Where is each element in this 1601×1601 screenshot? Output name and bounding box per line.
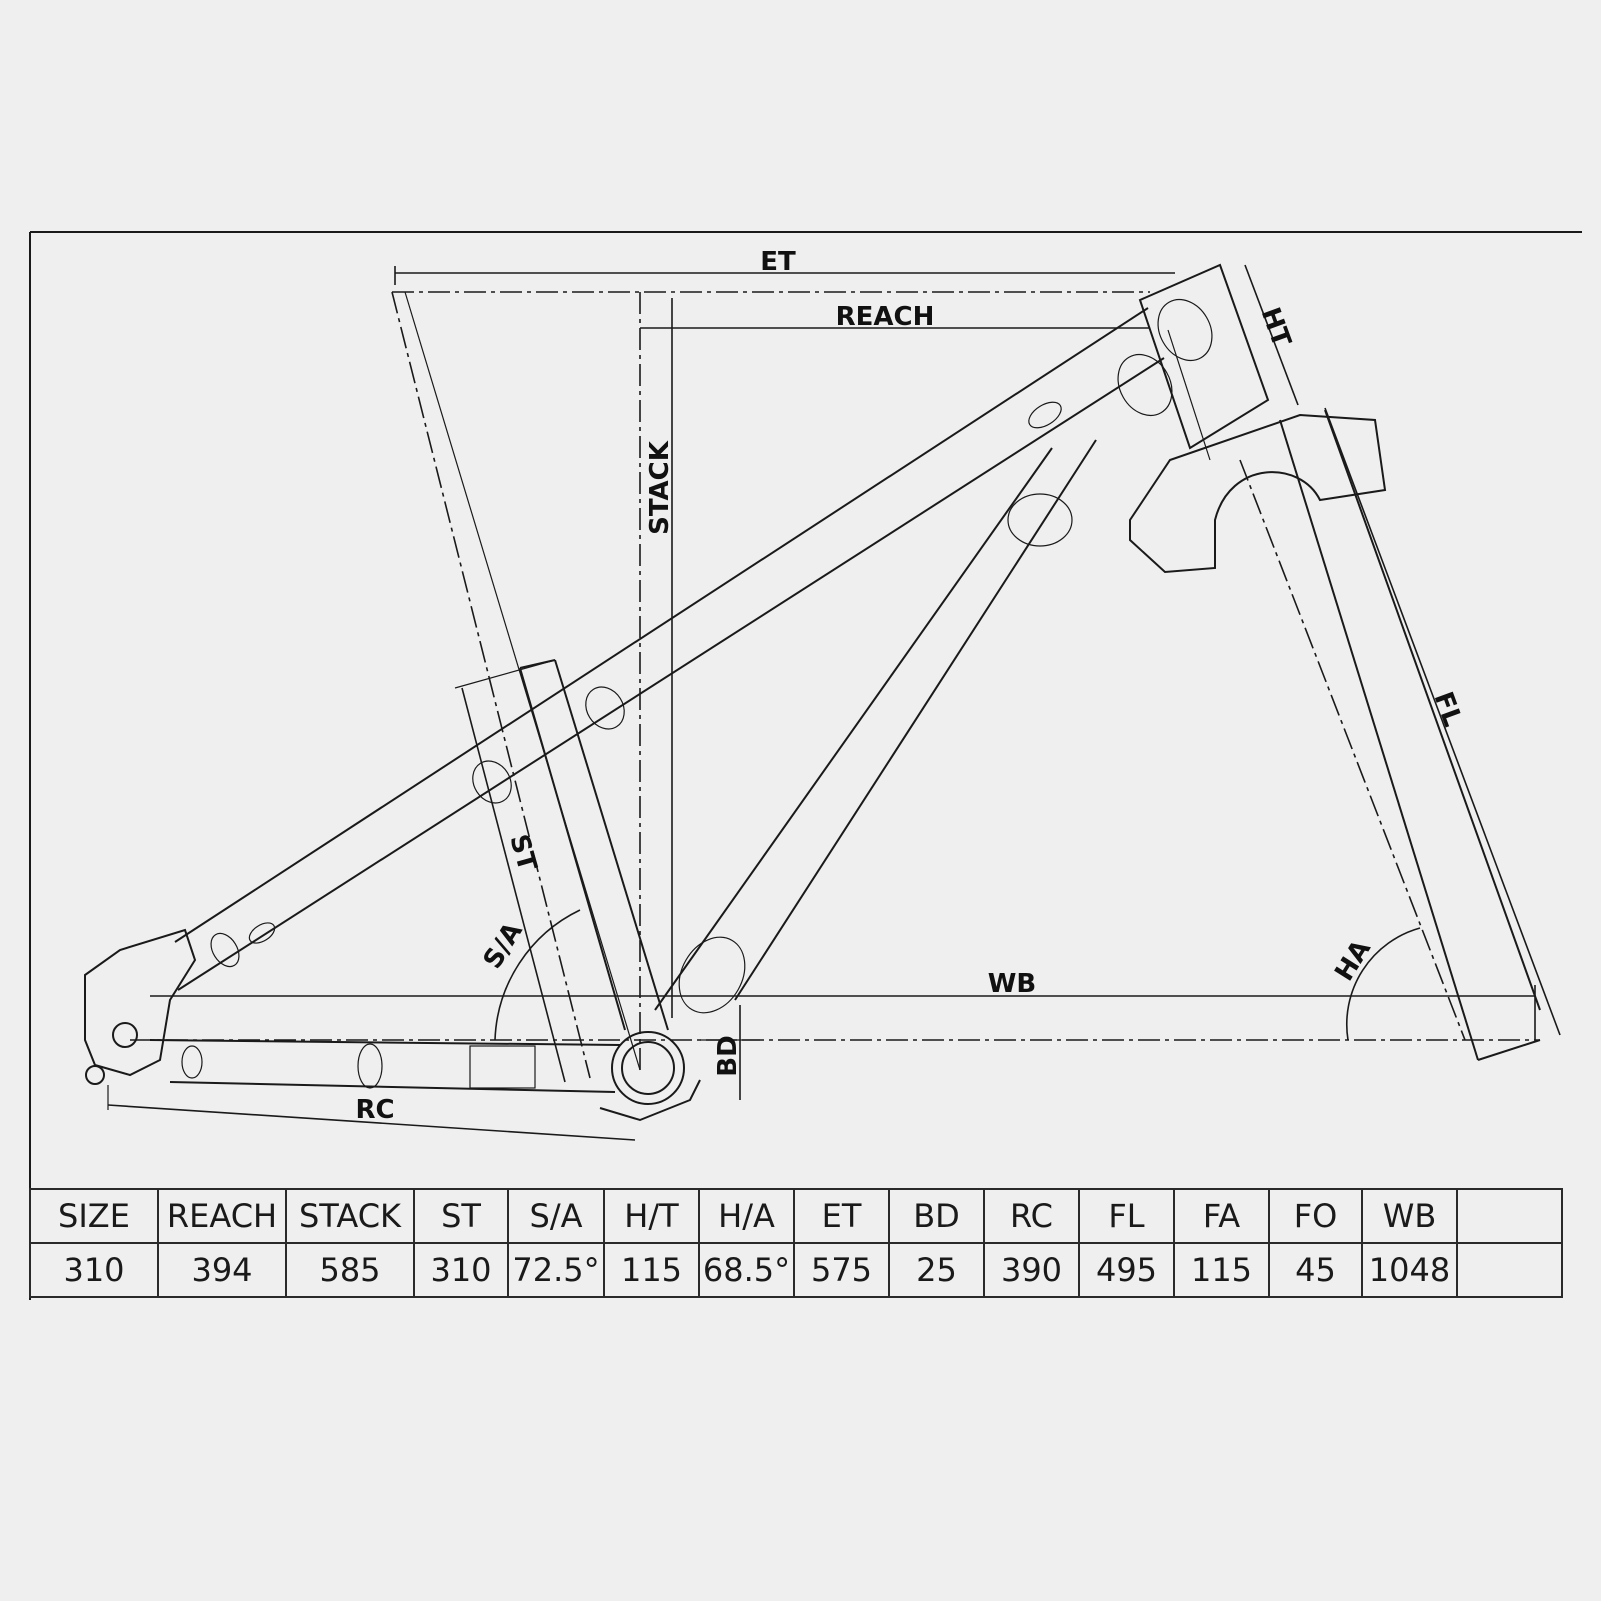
header-cell: REACH [157,1188,287,1244]
header-cell: SIZE [29,1188,159,1244]
fork-leg-right-edge [1324,409,1541,1011]
rear-dropout [84,928,197,1077]
label-wb: WB [988,969,1037,999]
value-cell: 495 [1078,1242,1175,1298]
label-stack: STACK [645,440,675,535]
fl-dimension-line [1324,407,1561,1036]
top-tube-boss-3 [248,922,276,944]
top-tube-upper-edge [174,307,1149,943]
header-cell: ET [793,1188,890,1244]
value-cell: 575 [793,1242,890,1298]
header-cell: FL [1078,1188,1175,1244]
rc-dimension-line [107,1104,636,1141]
top-tube-boss-1 [585,686,625,730]
header-cell [1456,1188,1563,1244]
ha-angle-arc [1345,927,1421,1041]
top-tube-port [1028,401,1062,429]
value-cell: 45 [1268,1242,1363,1298]
table-value-row: 310 394 585 310 72.5° 115 68.5° 575 25 3… [29,1242,1563,1298]
value-cell: 115 [603,1242,700,1298]
down-tube-left-edge [654,447,1053,1011]
head-tube-joint [1117,353,1173,417]
dimension-labels: ET REACH HT STACK ST S/A FL WB HA BD RC [355,247,1467,1125]
label-reach: REACH [836,302,935,332]
header-cell: H/T [603,1188,700,1244]
bottom-bracket-outer [611,1031,685,1105]
header-cell: ST [413,1188,509,1244]
value-cell: 72.5° [507,1242,605,1298]
st-dimension-line [461,687,566,1083]
value-cell: 390 [983,1242,1080,1298]
label-rc: RC [355,1095,394,1125]
value-cell: 68.5° [698,1242,795,1298]
steering-axis [1239,459,1466,1041]
down-tube-right-edge [734,439,1097,1001]
chain-stay-lower-edge [169,1081,616,1093]
top-tube-lower-edge [177,357,1165,991]
header-cell: WB [1361,1188,1458,1244]
down-tube-port [678,936,746,1014]
label-et: ET [760,247,796,277]
value-cell [1456,1242,1563,1298]
st-dimension-tick-top [454,659,556,689]
head-tube [1138,263,1270,450]
seat-tube-left-edge [519,667,626,1031]
down-tube-gusset [1007,493,1073,547]
header-cell: BD [888,1188,985,1244]
label-ht: HT [1255,304,1297,352]
header-cell: FA [1173,1188,1270,1244]
frame-outline [84,263,1541,1122]
bottom-bracket-mount [599,1079,701,1122]
head-tube-top-joint [1157,298,1213,362]
header-cell: RC [983,1188,1080,1244]
chain-stay-yoke [469,1045,536,1089]
seat-tube-axis [391,291,591,1079]
rear-axle [112,1022,138,1048]
fork-dropout [1477,1039,1541,1061]
chain-stay-upper-edge [149,1039,621,1046]
table-header-row: SIZE REACH STACK ST S/A H/T H/A ET BD RC… [29,1188,1563,1244]
value-cell: 115 [1173,1242,1270,1298]
ht-dimension-line [1244,264,1299,406]
header-cell: FO [1268,1188,1363,1244]
value-cell: 394 [157,1242,287,1298]
header-cell: STACK [285,1188,415,1244]
seat-tube-right-edge [554,659,669,1031]
value-cell: 1048 [1361,1242,1458,1298]
fork-crown [1129,413,1387,574]
derailleur-hanger [85,1065,105,1085]
bottom-bracket-inner [621,1041,675,1095]
chain-stay-boss [357,1043,383,1089]
dimension-lines [107,264,1561,1141]
label-bd: BD [713,1035,743,1076]
fork-leg-left-edge [1279,419,1479,1061]
seat-tube-projection [404,291,641,1071]
top-tube-boss-2 [472,760,512,804]
value-cell: 585 [285,1242,415,1298]
label-ha: HA [1329,935,1377,986]
value-cell: 310 [413,1242,509,1298]
stay-joint [210,932,240,968]
chain-stay-end [181,1045,203,1079]
value-cell: 25 [888,1242,985,1298]
sa-angle-arc [494,909,581,1041]
value-cell: 310 [29,1242,159,1298]
head-tube-inner-line [1167,329,1211,461]
header-cell: H/A [698,1188,795,1244]
label-sa: S/A [478,917,529,974]
geometry-spec-table: SIZE REACH STACK ST S/A H/T H/A ET BD RC… [29,1188,1563,1298]
header-cell: S/A [507,1188,605,1244]
label-fl: FL [1428,688,1468,731]
